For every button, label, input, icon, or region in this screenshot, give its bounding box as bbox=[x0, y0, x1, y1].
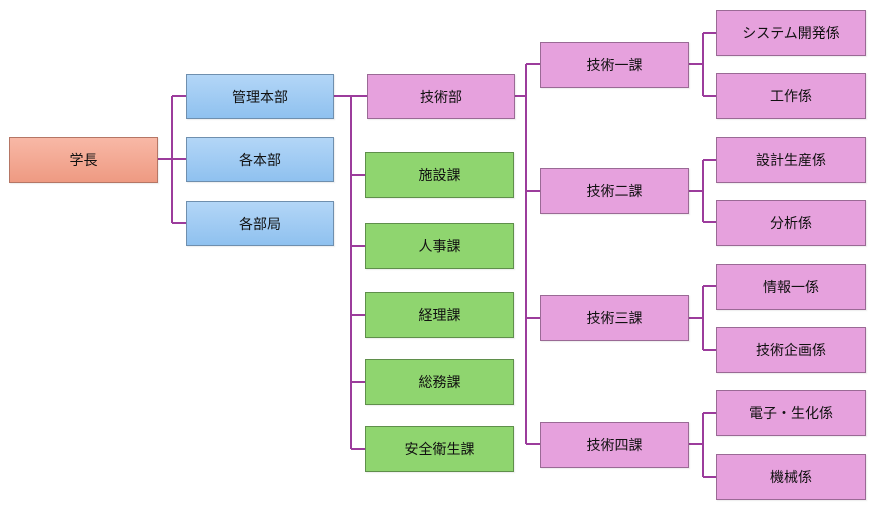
node-technical-section-1: 技術一課 bbox=[540, 42, 689, 88]
node-president: 学長 bbox=[9, 137, 158, 183]
node-technical-section-2: 技術二課 bbox=[540, 168, 689, 214]
node-each-headquarters: 各本部 bbox=[186, 137, 334, 182]
node-each-department: 各部局 bbox=[186, 201, 334, 246]
node-accounting-section: 経理課 bbox=[365, 292, 514, 338]
node-general-affairs-section: 総務課 bbox=[365, 359, 514, 405]
node-facilities-section: 施設課 bbox=[365, 152, 514, 198]
node-technical-section-4: 技術四課 bbox=[540, 422, 689, 468]
node-workshop-unit: 工作係 bbox=[716, 73, 866, 119]
node-technical-planning-unit: 技術企画係 bbox=[716, 327, 866, 373]
node-machinery-unit: 機械係 bbox=[716, 454, 866, 500]
node-system-development-unit: システム開発係 bbox=[716, 10, 866, 56]
node-technical-department: 技術部 bbox=[367, 74, 515, 119]
node-personnel-section: 人事課 bbox=[365, 223, 514, 269]
node-design-production-unit: 設計生産係 bbox=[716, 137, 866, 183]
node-safety-health-section: 安全衛生課 bbox=[365, 426, 514, 472]
node-electronics-biochem-unit: 電子・生化係 bbox=[716, 390, 866, 436]
node-information-unit-1: 情報一係 bbox=[716, 264, 866, 310]
node-admin-headquarters: 管理本部 bbox=[186, 74, 334, 119]
node-technical-section-3: 技術三課 bbox=[540, 295, 689, 341]
node-analysis-unit: 分析係 bbox=[716, 200, 866, 246]
